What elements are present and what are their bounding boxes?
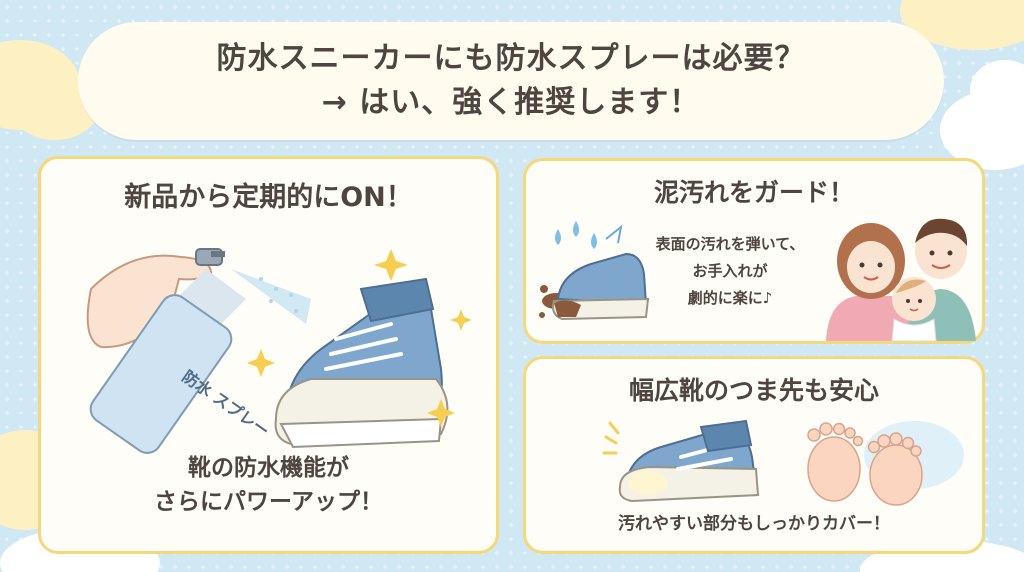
caption-line: 劇的に楽に♪ xyxy=(687,289,773,307)
panel-toe-protection: 幅広靴のつま先も安心 汚れやすい部分もしっかりカバー！ xyxy=(523,356,985,554)
title-answer: → はい、強く推奨します！ xyxy=(321,85,701,120)
caption-line: 表面の汚れを弾いて、 xyxy=(655,235,805,253)
hand-icon xyxy=(86,254,213,349)
title-banner: 防水スニーカーにも防水スプレーは必要？ → はい、強く推奨します！ xyxy=(78,22,944,140)
baby-feet-icon xyxy=(807,421,964,506)
panel-heading: 泥汚れをガード！ xyxy=(653,178,854,207)
cloud-decoration xyxy=(970,60,1024,120)
sneaker-icon xyxy=(618,419,760,503)
panel-regular-spray: 新品から定期的にON！ 防水 スプレー xyxy=(38,156,499,554)
sneaker-icon xyxy=(274,277,449,449)
spray-mist-icon xyxy=(231,269,311,324)
mud-caption: 表面の汚れを弾いて、 お手入れが 劇的に楽に♪ xyxy=(630,231,830,312)
mud-shoe-illustration xyxy=(539,221,650,321)
caption-line: さらにパワーアップ！ xyxy=(153,489,384,515)
caption-line: お手入れが xyxy=(692,262,768,280)
toe-caption: 汚れやすい部分もしっかりカバー！ xyxy=(618,514,890,534)
wide-shoe-illustration xyxy=(602,419,760,503)
can-label: 防水 スプレー xyxy=(179,367,273,441)
water-drop-icon xyxy=(555,221,597,249)
panel-heading: 幅広靴のつま先も安心 xyxy=(628,376,879,405)
sparkle-icon xyxy=(602,421,620,455)
sparkle-icon xyxy=(247,249,472,427)
sneaker-icon xyxy=(552,252,650,321)
panel-heading: 新品から定期的にON！ xyxy=(124,182,413,213)
title-question: 防水スニーカーにも防水スプレーは必要？ xyxy=(216,41,806,76)
spray-illustration: 防水 スプレー xyxy=(86,248,472,454)
family-icon xyxy=(826,218,976,342)
left-caption: 靴の防水機能が さらにパワーアップ！ xyxy=(41,451,496,519)
panel-mud-guard: 泥汚れをガード！ 表面の汚れを弾いて、 お手入れが 劇的に楽に♪ xyxy=(523,158,985,344)
caption-line: 靴の防水機能が xyxy=(188,455,349,481)
